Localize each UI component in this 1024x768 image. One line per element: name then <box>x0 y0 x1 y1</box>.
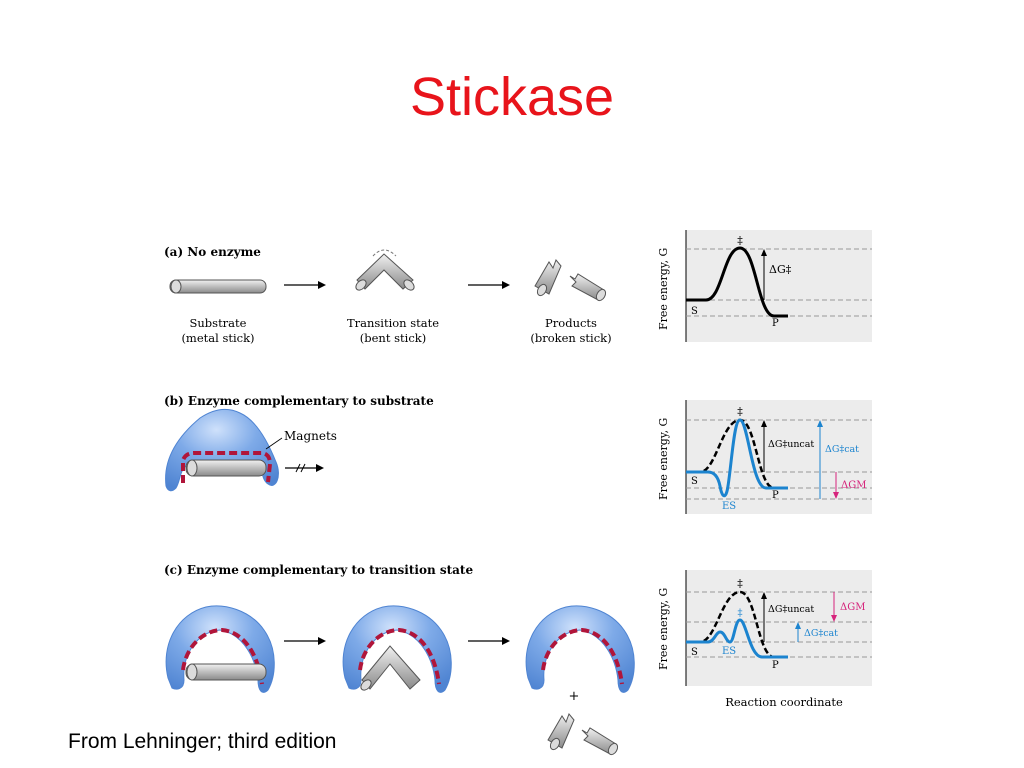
dg-uncat-c: ΔG‡uncat <box>768 604 814 615</box>
p-label-c: P <box>772 660 779 671</box>
substrate-sublabel: (metal stick) <box>181 331 254 345</box>
transition-label: Transition state <box>347 316 439 330</box>
panel-b-heading: (b) Enzyme complementary to substrate <box>164 394 434 408</box>
substrate-label: Substrate <box>190 316 247 330</box>
arrow-a1 <box>284 281 326 289</box>
es-label-c: ES <box>722 646 736 657</box>
enzyme-c2 <box>342 605 452 693</box>
ylabel-c: Free energy, G <box>657 588 670 670</box>
products-label: Products <box>545 316 597 330</box>
es-label-b: ES <box>722 501 736 512</box>
arrow-c1 <box>284 637 326 645</box>
released-products <box>547 713 619 756</box>
slide-title: Stickase <box>409 67 615 127</box>
ylabel-a: Free energy, G <box>657 248 670 330</box>
substrate-stick <box>169 279 267 294</box>
products-sublabel: (broken stick) <box>530 331 611 345</box>
dg-cat-c: ΔG‡cat <box>804 628 838 639</box>
s-label-c: S <box>691 647 698 658</box>
dg-cat-b: ΔG‡cat <box>825 444 859 455</box>
panel-a-heading: (a) No enzyme <box>164 245 261 259</box>
energy-plot-b <box>685 400 872 514</box>
energy-plot-a <box>685 230 872 342</box>
dg-a: ΔG‡ <box>769 263 792 276</box>
enzyme-c1 <box>165 605 275 693</box>
energy-plot-c <box>685 570 872 686</box>
arrow-a2 <box>468 281 510 289</box>
arrow-c2 <box>468 637 510 645</box>
source-credit: From Lehninger; third edition <box>68 730 337 753</box>
transition-sublabel: (bent stick) <box>360 331 426 345</box>
p-label-b: P <box>772 490 779 501</box>
ddagger-c2: ‡ <box>738 608 743 619</box>
s-label-a: S <box>691 306 698 317</box>
ddagger-b: ‡ <box>737 405 743 418</box>
ylabel-b: Free energy, G <box>657 418 670 500</box>
bent-stick <box>355 249 415 291</box>
blocked-arrow <box>285 463 324 473</box>
enzyme-c3 <box>525 605 635 693</box>
broken-stick <box>534 259 607 302</box>
enzyme-substrate-complex <box>165 408 279 492</box>
ddagger-a: ‡ <box>737 234 743 247</box>
magnets-label: Magnets <box>284 429 337 443</box>
p-label-a: P <box>772 318 779 329</box>
dg-uncat-b: ΔG‡uncat <box>768 439 814 450</box>
plus-sign: + <box>569 689 580 704</box>
ddagger-c: ‡ <box>737 577 743 590</box>
panel-c-heading: (c) Enzyme complementary to transition s… <box>164 563 473 577</box>
dg-m-c: ΔGM <box>840 602 865 613</box>
dg-m-b: ΔGM <box>841 480 866 491</box>
magnets-leader <box>265 437 283 450</box>
s-label-b: S <box>691 476 698 487</box>
xlabel: Reaction coordinate <box>725 695 843 709</box>
